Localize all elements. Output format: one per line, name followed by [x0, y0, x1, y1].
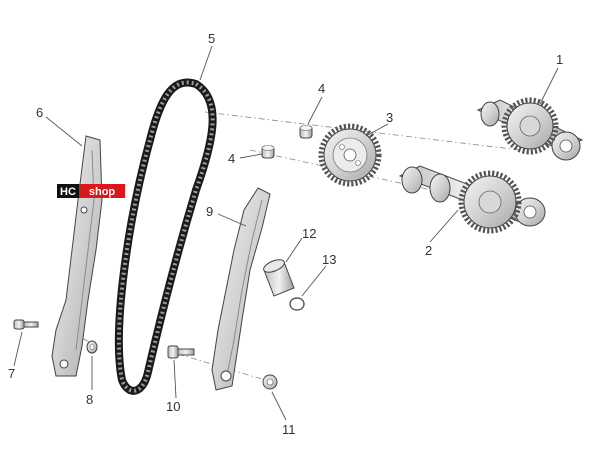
camshaft-part-2 — [398, 165, 546, 234]
brand-badge: HC shop — [57, 184, 125, 198]
callout-4-lower: 4 — [228, 151, 235, 166]
alignment-axes — [59, 111, 521, 383]
tensioner-plunger-part-12 — [263, 259, 295, 297]
leader-lines — [13, 45, 559, 421]
timing-chain — [114, 78, 217, 395]
bolt-part-7 — [13, 319, 39, 330]
sprocket-bolt-upper — [299, 125, 313, 139]
callout-12: 12 — [302, 226, 316, 241]
brand-badge-left — [57, 184, 79, 198]
callout-2: 2 — [425, 243, 432, 258]
pivot-bolt-part-10 — [167, 345, 195, 359]
callout-9: 9 — [206, 204, 213, 219]
callout-11: 11 — [282, 422, 296, 437]
chain-tensioner-slipper — [211, 187, 271, 391]
washer-part-11 — [262, 374, 278, 390]
brand-badge-right-text: shop — [89, 186, 116, 198]
callout-3: 3 — [386, 110, 393, 125]
callout-7: 7 — [8, 366, 15, 381]
callout-4-upper: 4 — [318, 81, 325, 96]
callout-10: 10 — [166, 399, 180, 414]
camshaft-part-1 — [476, 97, 584, 161]
callout-8: 8 — [86, 392, 93, 407]
o-ring-part-13 — [289, 297, 305, 311]
washer-part-8 — [86, 340, 98, 354]
cam-sprocket-part-3 — [318, 123, 382, 187]
brand-badge-left-text: HC — [60, 186, 76, 198]
fixed-chain-guide — [51, 135, 103, 377]
callout-6: 6 — [36, 105, 43, 120]
callout-numbers: 1 2 3 4 4 5 6 7 8 9 10 11 12 13 — [8, 31, 563, 437]
callout-1: 1 — [556, 52, 563, 67]
sprocket-bolt-lower — [261, 145, 275, 159]
callout-5: 5 — [208, 31, 215, 46]
brand-badge-right — [79, 184, 125, 198]
callout-13: 13 — [322, 252, 336, 267]
